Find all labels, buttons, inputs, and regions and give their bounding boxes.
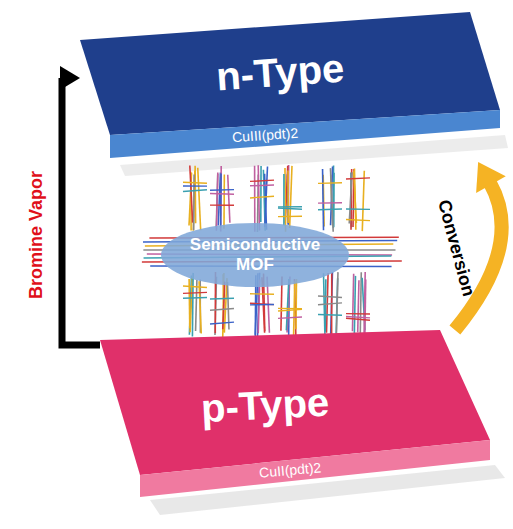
slab-face [110,110,500,158]
type-label: n-Type [215,48,346,97]
mof-strand [278,309,302,311]
type-label: p-Type [200,382,330,429]
mof-strand [198,168,201,230]
mof-strand [278,206,302,208]
mof-strand [192,273,194,337]
mof-strand [189,276,191,335]
mof-strand [318,208,342,210]
mof-strand [346,318,370,320]
mof-strand [183,190,207,192]
edge-label: Conversion [435,198,478,298]
edge-label: Bromine Vapor [27,171,45,299]
mof-strand [284,168,286,232]
mof-strand [183,292,207,293]
mof-strand [228,175,230,223]
mof-strand [324,273,325,338]
mof-strand [250,304,274,306]
mof-strand [358,280,359,332]
mof-strand [220,173,222,227]
mof-strand [210,298,234,300]
mof-strand [258,279,259,333]
mof-strand [193,171,195,231]
mof-strand [278,208,302,209]
mof-strand [346,313,370,315]
mof-strand [210,189,234,191]
mof-strand [210,322,234,324]
mof-strand [318,303,342,305]
mof-strand [349,172,352,223]
mof-strand [196,280,197,331]
mof-ellipse: Semiconductive MOF [160,222,350,288]
mof-strand [223,282,225,330]
mof-strand [354,276,355,336]
mof-strand [216,172,217,230]
mof-strand [283,174,285,225]
mof-strand [250,184,274,186]
mof-strand [346,208,370,210]
mof-strand [288,165,290,224]
semiconductor-slab: p-TypeCuII(pdt)2 [100,330,490,497]
mof-strand [346,317,370,318]
mof-strand [318,202,342,204]
mof-strand [210,204,234,206]
mof-strand [199,281,201,333]
mof-strand [346,219,370,220]
mof-strand [183,297,207,299]
mof-strand [364,280,367,336]
mof-strand [327,273,329,333]
mof-strand [278,216,302,218]
mof-strand [250,303,274,304]
mof-strand [260,166,262,222]
mof-strand [254,166,256,232]
mof-strand [318,314,342,316]
slab-face [140,440,490,497]
mof-strand [331,272,333,338]
mof-strand [278,317,302,318]
mof-strand [352,274,353,332]
mof-strand [318,296,342,298]
semiconductor-slab: n-TypeCuIII(pdt)2 [80,10,500,162]
mof-strand [336,272,338,338]
mof-strand [295,279,297,329]
mof-strand [330,168,333,232]
mof-strand [294,279,295,336]
mof-strand [360,272,361,337]
mof-strand [346,178,370,179]
mof-strand [183,185,207,187]
mof-strand [250,293,274,295]
process-arrow [60,66,100,345]
mof-strand [290,166,292,228]
mof-strand [250,180,274,181]
mof-strand [250,196,274,198]
mof-lattice [142,165,402,338]
material-label: Semiconductive MOF [180,235,330,276]
mof-strand [183,286,207,288]
mof-strand [318,182,342,184]
mof-strand [362,171,364,231]
mof-strand [286,279,288,330]
mof-strand [190,166,193,223]
mof-strand [183,182,207,183]
mof-strand [220,166,222,232]
mof-strand [210,193,234,195]
mof-strand [210,309,234,311]
mof-strand [223,175,225,229]
ellipse-shape [161,223,349,287]
mof-strand [287,170,289,223]
connector-line [62,78,100,345]
mof-strand [322,169,325,230]
